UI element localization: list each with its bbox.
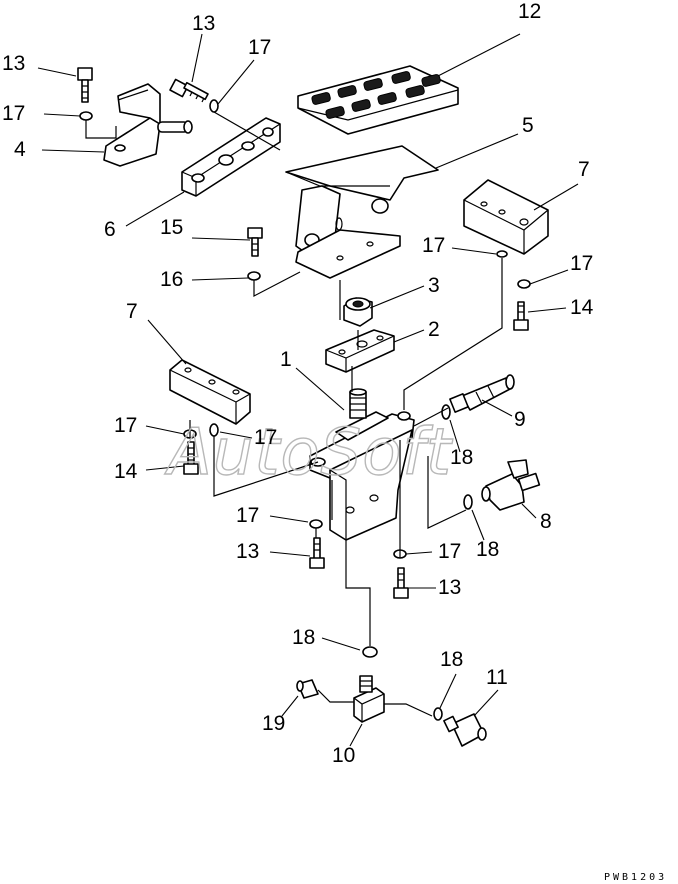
block-part-7-lower bbox=[169, 359, 251, 425]
connector-part-11 bbox=[443, 713, 487, 747]
callout-17-d: 17 bbox=[570, 252, 593, 275]
callout-13-d: 13 bbox=[438, 576, 461, 599]
elbow-fitting-part-8 bbox=[481, 459, 541, 511]
block-part-7-upper bbox=[463, 179, 549, 255]
callout-18-a: 18 bbox=[450, 446, 473, 469]
callout-14-b: 14 bbox=[114, 460, 138, 483]
callout-5: 5 bbox=[522, 114, 534, 137]
callout-3: 3 bbox=[428, 274, 440, 297]
callout-8: 8 bbox=[540, 510, 552, 533]
block-fitting-part-10 bbox=[353, 675, 385, 723]
callout-17-g: 17 bbox=[236, 504, 259, 527]
watermark: AutoSoft bbox=[164, 416, 454, 490]
callout-13-b: 13 bbox=[192, 12, 215, 35]
washer-17-c bbox=[496, 250, 508, 258]
washer-17-a bbox=[79, 111, 93, 121]
leader-lines bbox=[37, 33, 579, 747]
callout-13-c: 13 bbox=[236, 540, 259, 563]
callout-6: 6 bbox=[104, 218, 116, 241]
nut-part-3 bbox=[343, 297, 373, 327]
callout-17-c: 17 bbox=[422, 234, 445, 257]
callout-13-a: 13 bbox=[2, 52, 25, 75]
callout-18-b: 18 bbox=[476, 538, 499, 561]
bracket-part-4 bbox=[103, 83, 193, 167]
washer-17-g bbox=[309, 519, 323, 529]
callout-9: 9 bbox=[514, 408, 526, 431]
callout-19: 19 bbox=[262, 712, 285, 735]
washer-16 bbox=[247, 271, 261, 281]
callout-11: 11 bbox=[486, 666, 508, 689]
callout-10: 10 bbox=[332, 744, 355, 767]
bolts bbox=[77, 67, 529, 599]
pedal-arm-part-5 bbox=[285, 145, 439, 279]
bolt-13-top-left bbox=[77, 67, 93, 103]
pedal-pad-part-12 bbox=[297, 65, 459, 135]
callout-2: 2 bbox=[428, 318, 440, 341]
callout-14-a: 14 bbox=[570, 296, 594, 319]
washer-17-b bbox=[209, 99, 219, 113]
bolt-14-left bbox=[183, 441, 199, 475]
callout-16: 16 bbox=[160, 268, 183, 291]
oring-18-d bbox=[433, 707, 443, 721]
callout-17-e: 17 bbox=[114, 414, 137, 437]
callout-1: 1 bbox=[280, 348, 292, 371]
bolt-15 bbox=[247, 227, 263, 257]
callout-4: 4 bbox=[14, 138, 26, 161]
callout-18-c: 18 bbox=[292, 626, 315, 649]
callouts: 13 17 4 13 17 12 5 6 7 15 16 17 17 3 14 … bbox=[2, 0, 594, 767]
bolt-13-top-center bbox=[169, 78, 209, 103]
plug-part-19 bbox=[296, 679, 319, 699]
callout-17-h: 17 bbox=[438, 540, 461, 563]
callout-18-d: 18 bbox=[440, 648, 463, 671]
callout-7-a: 7 bbox=[578, 158, 590, 181]
bolt-13-lower-right bbox=[393, 567, 409, 599]
plate-part-2 bbox=[325, 329, 395, 373]
callout-12: 12 bbox=[518, 0, 541, 23]
drawing-code: PWB1203 bbox=[604, 872, 667, 883]
valve-body-part-1 bbox=[309, 388, 415, 541]
hinge-plate-part-6 bbox=[181, 117, 281, 197]
bolt-14-right bbox=[513, 301, 529, 331]
bolt-13-lower-left bbox=[309, 537, 325, 569]
oring-18-b bbox=[463, 494, 473, 510]
oring-18-c bbox=[362, 646, 378, 658]
callout-15: 15 bbox=[160, 216, 183, 239]
callout-7-b: 7 bbox=[126, 300, 138, 323]
callout-17-f: 17 bbox=[254, 426, 277, 449]
fitting-part-9 bbox=[449, 374, 515, 413]
callout-17-b: 17 bbox=[248, 36, 271, 59]
callout-17-a: 17 bbox=[2, 102, 25, 125]
assembly-lines bbox=[85, 111, 503, 717]
washer-17-d bbox=[517, 279, 531, 289]
